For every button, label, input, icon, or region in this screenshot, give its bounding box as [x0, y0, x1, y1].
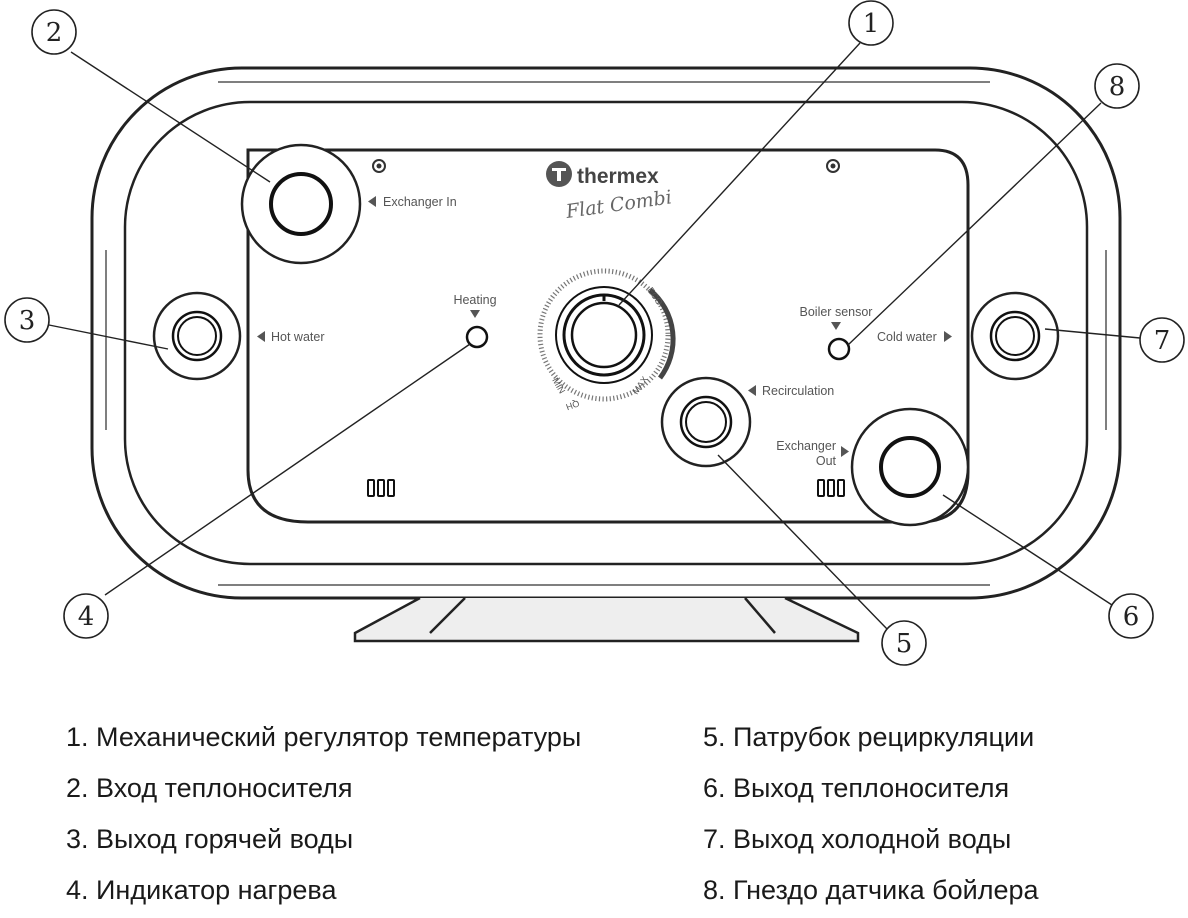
legend-item-4: 4. Индикатор нагрева [66, 875, 337, 905]
svg-text:2: 2 [46, 18, 63, 48]
callout-1: 1 [848, 0, 894, 46]
boiler-sensor-socket [827, 337, 851, 361]
svg-text:6: 6 [1123, 602, 1140, 632]
heating-indicator-lamp [465, 325, 489, 349]
recirculation-label: Recirculation [762, 384, 834, 398]
vent-slots-right [817, 479, 845, 497]
callout-8: 8 [1094, 63, 1140, 109]
svg-text:8: 8 [1109, 72, 1126, 102]
legend-item-8: 8. Гнездо датчика бойлера [703, 875, 1039, 905]
callout-6: 6 [1108, 593, 1154, 639]
svg-text:3: 3 [19, 306, 36, 336]
svg-text:1: 1 [863, 9, 880, 39]
exchanger-out-label-line2: Out [816, 454, 837, 468]
temperature-dial: ECO MAX MIN QH [537, 268, 676, 412]
legend-item-5: 5. Патрубок рециркуляции [703, 722, 1035, 752]
recirculation-connector [660, 376, 752, 468]
legend: 1. Механический регулятор температуры 2.… [0, 712, 1188, 918]
exchanger-out-arrow-icon [841, 446, 849, 457]
cold-water-connector [970, 291, 1060, 381]
heater-stand [353, 596, 860, 643]
callout-7: 7 [1139, 317, 1185, 363]
hot-water-label: Hot water [271, 330, 325, 344]
exchanger-in-connector [240, 143, 362, 265]
callout-2: 2 [31, 9, 77, 55]
exchanger-out-connector [850, 407, 970, 527]
cold-water-label: Cold water [877, 330, 937, 344]
boiler-sensor-label: Boiler sensor [800, 305, 873, 319]
recirculation-arrow-icon [748, 385, 756, 396]
callout-4: 4 [63, 593, 109, 639]
legend-item-2: 2. Вход теплоносителя [66, 773, 353, 803]
hot-water-arrow-icon [257, 331, 265, 342]
legend-left-column: 1. Механический регулятор температуры 2.… [66, 712, 581, 916]
svg-text:5: 5 [896, 629, 913, 659]
callout-3: 3 [4, 297, 50, 343]
exchanger-in-label: Exchanger In [383, 195, 457, 209]
legend-right-column: 5. Патрубок рециркуляции 6. Выход теплон… [703, 712, 1039, 916]
water-heater-diagram: thermex Flat Combi Exchanger In Hot wate… [4, 0, 1185, 666]
legend-item-7: 7. Выход холодной воды [703, 824, 1012, 854]
vent-slots-left [367, 479, 395, 497]
svg-text:7: 7 [1154, 326, 1171, 356]
dial-qh-label: QH [565, 398, 581, 412]
legend-item-1: 1. Механический регулятор температуры [66, 722, 582, 752]
heating-arrow-icon [470, 310, 480, 318]
cold-water-arrow-icon [944, 331, 952, 342]
hot-water-connector [152, 291, 242, 381]
svg-text:4: 4 [78, 602, 95, 632]
callout-leader-lines [48, 42, 1141, 631]
heating-label: Heating [453, 293, 496, 307]
brand-name: thermex [577, 165, 659, 188]
legend-item-6: 6. Выход теплоносителя [703, 773, 1010, 803]
boiler-sensor-arrow-icon [831, 322, 841, 330]
callout-5: 5 [881, 620, 927, 666]
legend-item-3: 3. Выход горячей воды [66, 824, 354, 854]
exchanger-in-arrow-icon [368, 196, 376, 207]
exchanger-out-label-line1: Exchanger [776, 439, 836, 453]
